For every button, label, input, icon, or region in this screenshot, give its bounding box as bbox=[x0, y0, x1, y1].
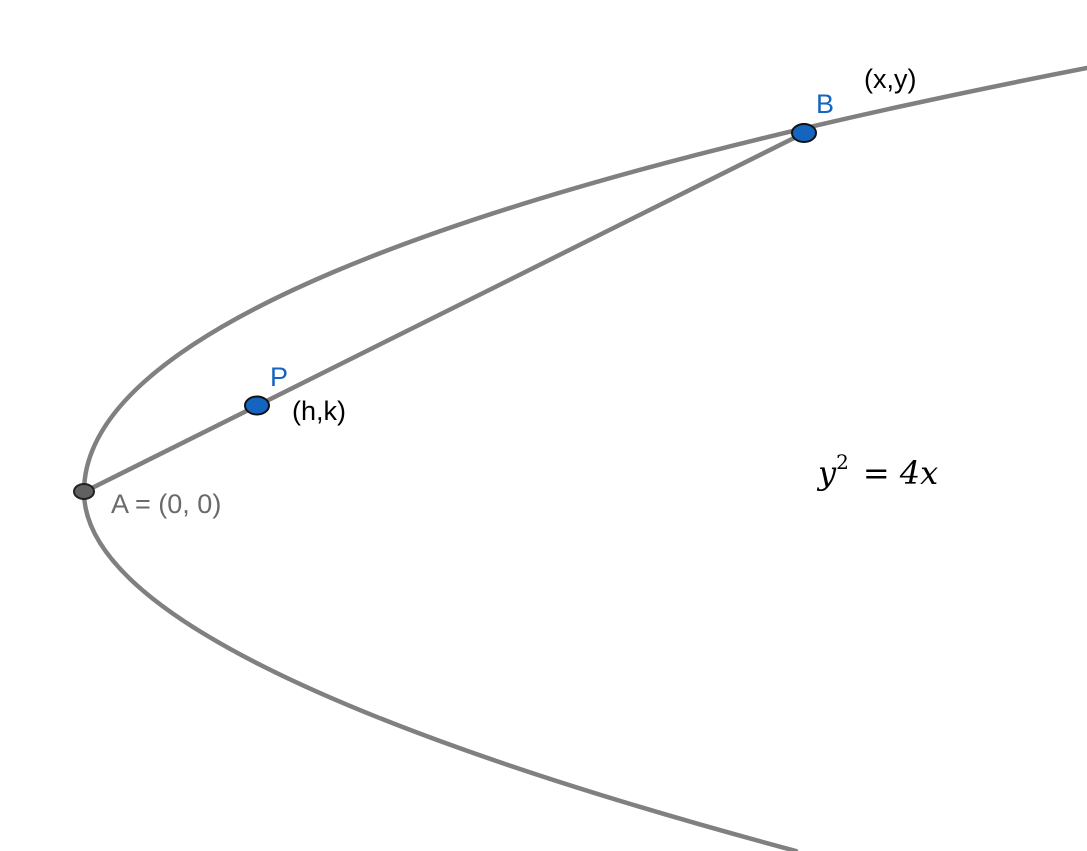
point-p[interactable] bbox=[244, 395, 270, 416]
equation-base: y bbox=[816, 454, 837, 492]
point-a-label: A = (0, 0) bbox=[111, 489, 221, 519]
curve-equation-label: y2 = 4x bbox=[816, 450, 938, 492]
point-b[interactable] bbox=[791, 123, 817, 143]
point-p-coord-label: (h,k) bbox=[292, 396, 346, 426]
parabola-curve bbox=[81, 65, 1087, 851]
point-b-name: B bbox=[816, 89, 834, 119]
point-b-coord-label: (x,y) bbox=[864, 64, 916, 94]
segment-ab bbox=[81, 130, 807, 495]
point-a[interactable] bbox=[73, 483, 95, 500]
equation-rhs: = 4x bbox=[863, 454, 938, 492]
equation-exponent: 2 bbox=[836, 450, 849, 474]
point-p-name: P bbox=[270, 362, 288, 392]
